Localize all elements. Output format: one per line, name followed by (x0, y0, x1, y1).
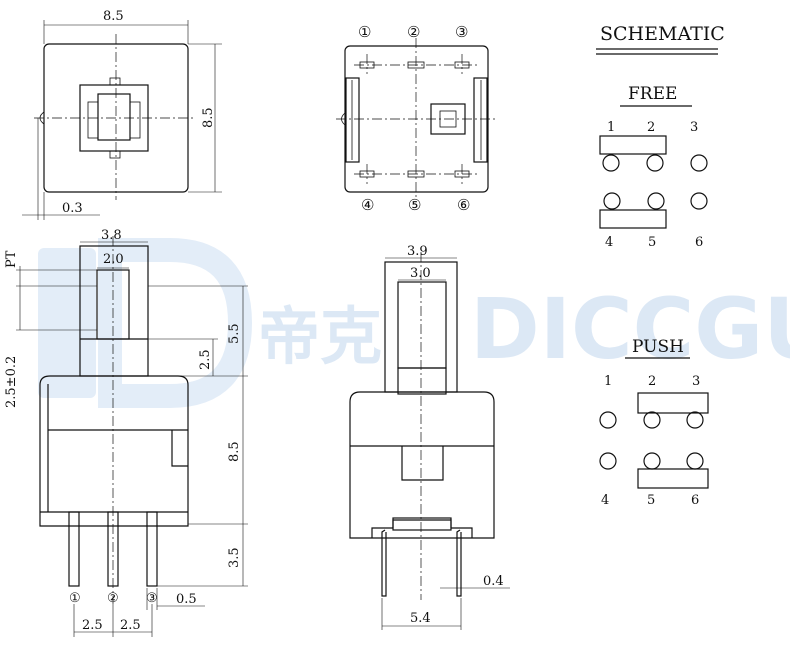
free-pin-4: 4 (605, 235, 613, 250)
travel-label: PT (4, 250, 19, 268)
front-lead-2 (107, 511, 119, 587)
side-view: 3.9 3.0 5.4 0.4 (349, 244, 510, 630)
free-pin-2: 2 (647, 120, 655, 135)
front-pin-2: ② (107, 591, 119, 606)
push-pad-2 (643, 411, 661, 429)
side-button-inner (397, 281, 447, 369)
inner-height-label: 2.5 (198, 349, 213, 370)
free-pin-3: 3 (690, 120, 698, 135)
push-pin-3: 3 (692, 374, 700, 389)
bottom-view: ① ② ③ ④ ⑤ ⑥ (336, 23, 498, 214)
push-contact-bar-top (637, 392, 709, 414)
lead-width-label: 0.5 (176, 592, 197, 607)
lead-thickness-label: 0.4 (483, 574, 504, 589)
pitch-2-label: 2.5 (120, 618, 141, 633)
watermark-logo-d (98, 238, 253, 408)
top-height-label: 8.5 (201, 107, 216, 128)
lead-length-label: 3.5 (227, 547, 242, 568)
top-view-slot-right (129, 101, 141, 139)
front-lead-3 (146, 511, 158, 587)
push-pin-2: 2 (648, 374, 656, 389)
pin-label-5: ⑤ (408, 196, 421, 214)
inner-width-label: 2.0 (103, 252, 124, 267)
schematic-title: SCHEMATIC (600, 23, 725, 45)
side-lead-left (381, 529, 387, 597)
top-view-slot-left (87, 101, 99, 139)
watermark-text: DICCGU (470, 280, 790, 378)
side-body (349, 391, 495, 539)
free-pin-6: 6 (695, 235, 703, 250)
free-pin-1: 1 (607, 120, 615, 135)
button-height-label: 5.5 (227, 323, 242, 344)
watermark-logo (38, 248, 96, 398)
pin-label-4: ④ (361, 196, 374, 214)
push-pin-4: 4 (601, 493, 609, 508)
free-pin-5: 5 (648, 235, 656, 250)
front-pin-1: ① (69, 591, 81, 606)
schematic: SCHEMATIC FREE 1 2 3 4 5 6 PUSH 1 2 3 4 … (596, 23, 725, 508)
button-width-label: 3.8 (101, 228, 122, 243)
top-view-actuator (97, 93, 131, 141)
side-outer-label: 3.9 (407, 244, 428, 259)
push-pad-3 (686, 411, 704, 429)
side-contact (392, 517, 452, 531)
side-lead-right (456, 529, 462, 597)
free-pad-3 (690, 154, 708, 172)
bottom-view-rail-right (473, 77, 488, 163)
top-view: 8.5 8.5 0.3 (22, 9, 222, 220)
push-pin-1: 1 (604, 374, 612, 389)
push-pin-5: 5 (647, 493, 655, 508)
front-lead-1 (68, 511, 80, 587)
free-contact-bar-top (599, 135, 667, 155)
top-width-label: 8.5 (103, 9, 124, 24)
top-view-notch (39, 111, 45, 125)
bottom-view-stem (430, 103, 466, 135)
watermark-cn-text: 帝克 (258, 300, 382, 373)
lead-span-label: 5.4 (410, 611, 431, 626)
pitch-1-label: 2.5 (82, 618, 103, 633)
body-height-label: 8.5 (227, 441, 242, 462)
front-pin-3: ③ (146, 591, 158, 606)
push-contact-bar-bottom (637, 468, 709, 489)
free-pad-4 (603, 192, 621, 210)
top-view-tab-top (109, 77, 121, 86)
front-body-step (171, 430, 188, 467)
free-pad-5 (647, 192, 665, 210)
pin-label-2: ② (407, 23, 420, 41)
watermark: DICCGU 帝克 (38, 238, 790, 408)
side-inner-label: 3.0 (410, 266, 431, 281)
push-label: PUSH (632, 337, 684, 357)
travel-height-label: 2.5±0.2 (4, 356, 19, 408)
free-pad-2 (646, 154, 664, 172)
bottom-view-rail-left (345, 77, 360, 163)
side-button-collar (397, 367, 447, 395)
free-contact-bar-bottom (599, 209, 667, 229)
side-body-notch (401, 446, 444, 481)
free-pad-1 (602, 154, 620, 172)
pin-label-3: ③ (455, 23, 468, 41)
push-pin-6: 6 (691, 493, 699, 508)
push-pad-5 (643, 452, 661, 470)
push-pad-4 (599, 452, 617, 470)
bottom-view-stem-inner (439, 110, 457, 128)
push-pad-6 (686, 452, 704, 470)
front-view: ① ② ③ 3.8 2.0 PT 2.5±0.2 5.5 2.5 8.5 3.5… (4, 228, 248, 637)
pin-label-6: ⑥ (457, 196, 470, 214)
top-offset-label: 0.3 (62, 201, 83, 216)
push-pad-1 (599, 411, 617, 429)
top-view-tab-bottom (109, 150, 121, 159)
pin-label-1: ① (358, 23, 371, 41)
side-body-base (371, 519, 473, 538)
bottom-view-notch (341, 112, 346, 126)
free-pad-6 (690, 192, 708, 210)
free-label: FREE (628, 84, 677, 104)
